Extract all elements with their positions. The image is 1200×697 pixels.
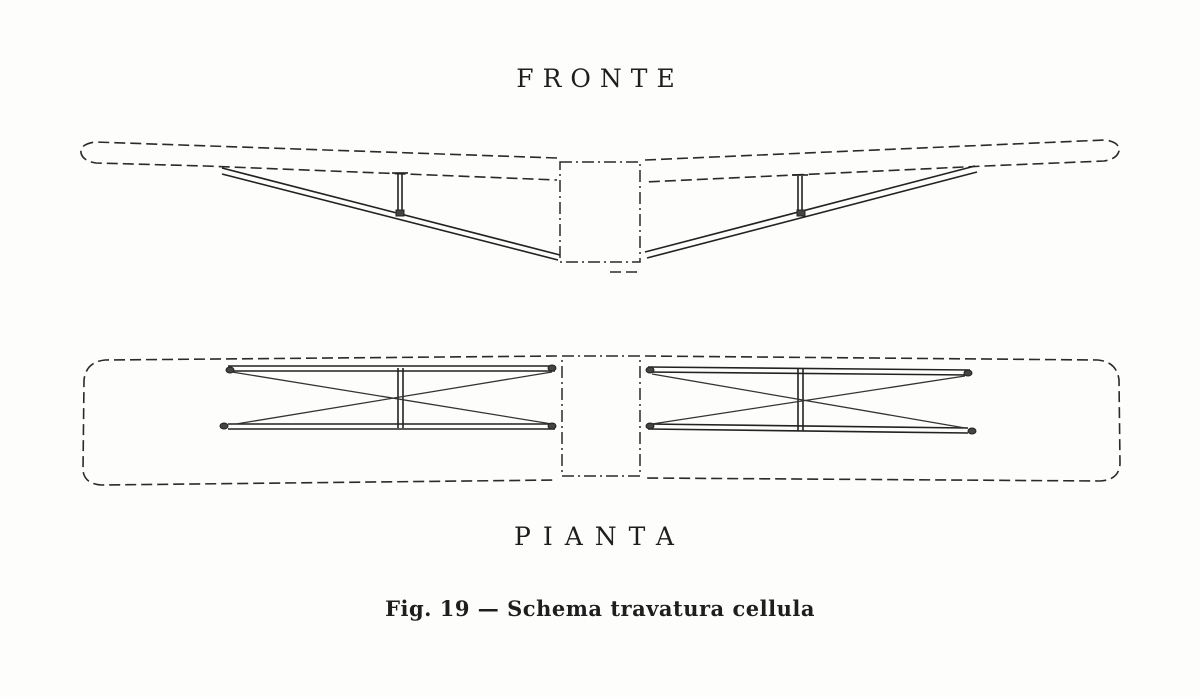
front-view-label: FRONTE [516, 64, 684, 93]
front-right-spar [644, 165, 978, 259]
plan-left-bracing [219, 364, 557, 430]
plan-center-section [561, 355, 641, 477]
plan-view-label: PIANTA [514, 522, 686, 551]
figure-caption: Fig. 19 — Schema travatura cellula [385, 596, 815, 621]
plan-view [82, 355, 1121, 486]
front-right-wing-outline [644, 139, 1120, 183]
front-center-section [559, 161, 641, 263]
front-view [80, 139, 1120, 273]
front-left-wing-outline [80, 141, 558, 181]
plan-right-bracing [645, 366, 977, 435]
front-left-spar [221, 167, 561, 261]
plan-left-wing-outline [82, 355, 558, 486]
